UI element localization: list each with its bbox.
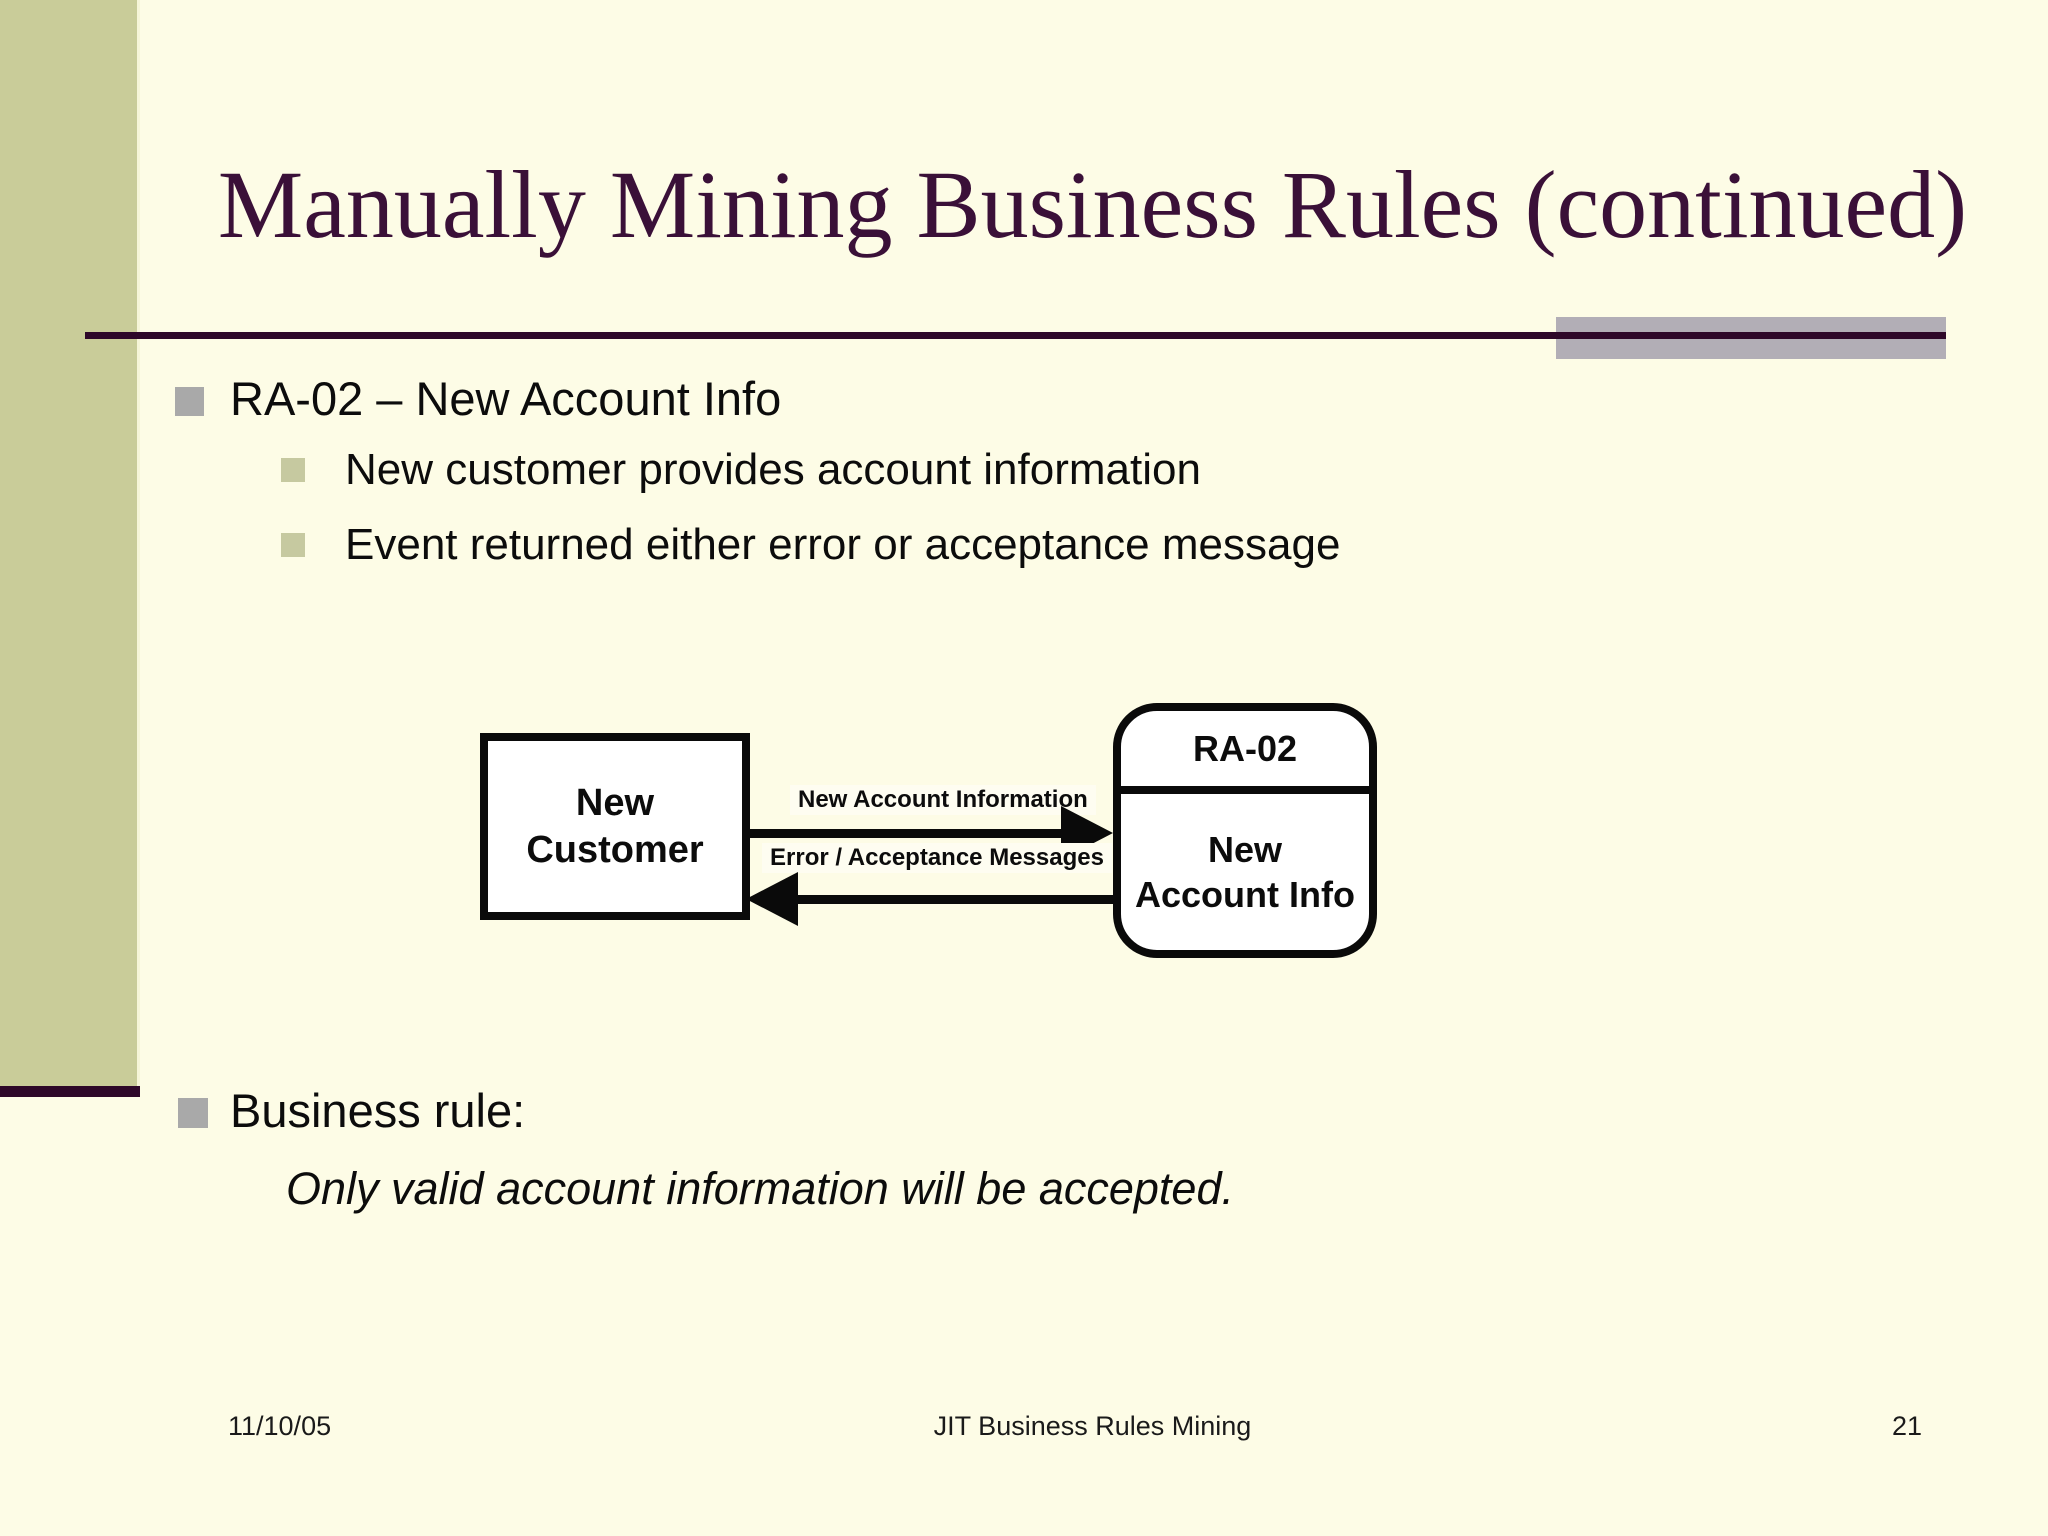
bullet-square-olive xyxy=(281,533,305,557)
footer-date: 11/10/05 xyxy=(228,1411,332,1441)
sidebar-accent-panel xyxy=(0,0,137,1086)
title-underline xyxy=(85,332,1946,339)
diagram-source-box: New Customer xyxy=(480,733,750,920)
footer-page-number: 21 xyxy=(1892,1411,1923,1441)
flow-top-arrow-shaft xyxy=(750,829,1090,838)
bullet-square-gray xyxy=(175,387,204,416)
flow-bottom-arrow-shaft xyxy=(790,895,1113,904)
footer-title: JIT Business Rules Mining xyxy=(933,1411,1252,1441)
bullet-square-olive xyxy=(281,458,305,482)
diagram-process-box: RA-02 New Account Info xyxy=(1113,703,1377,958)
flow-bottom-arrowhead-icon xyxy=(746,872,798,926)
bullet-sub1: New customer provides account informatio… xyxy=(345,445,1201,494)
flow-top-label: New Account Information xyxy=(790,785,1096,815)
bullet-main: RA-02 – New Account Info xyxy=(230,372,782,425)
process-id: RA-02 xyxy=(1192,727,1298,769)
bullet-square-gray xyxy=(178,1098,208,1128)
page-title: Manually Mining Business Rules (continue… xyxy=(217,151,1968,258)
bullet-sub2: Event returned either error or acceptanc… xyxy=(345,520,1341,569)
process-name: New Account Info xyxy=(1135,829,1355,915)
business-rule-text: Only valid account information will be a… xyxy=(286,1163,1234,1214)
source-box-label: New Customer xyxy=(526,781,704,871)
business-rule-heading: Business rule: xyxy=(230,1084,526,1137)
flow-bottom-label: Error / Acceptance Messages xyxy=(762,843,1112,873)
process-divider xyxy=(1121,786,1369,794)
sidebar-bottom-bar xyxy=(0,1086,140,1097)
sidebar-edge-line xyxy=(137,0,140,1086)
